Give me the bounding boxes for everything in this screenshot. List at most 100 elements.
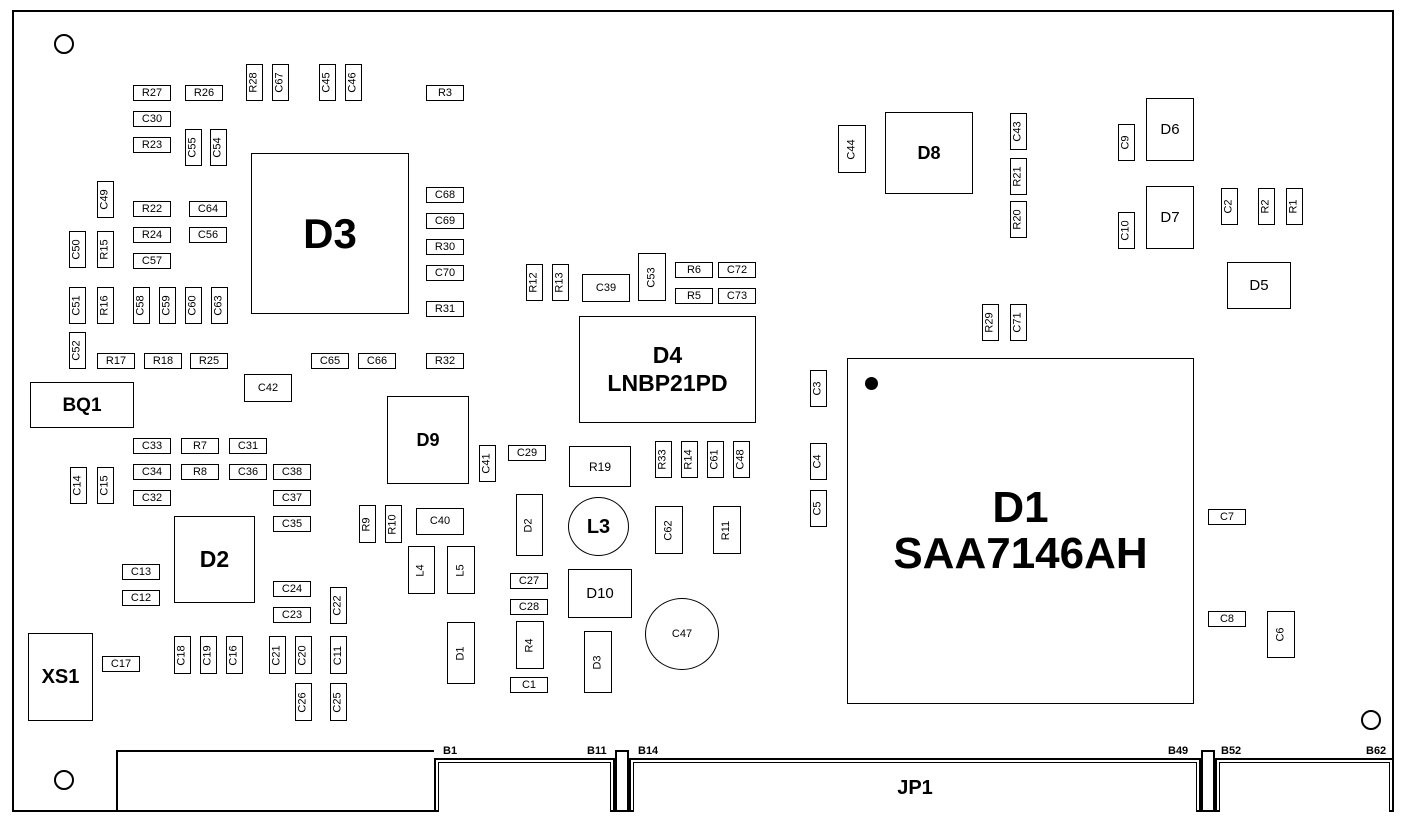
pin-label-b14: B14 bbox=[638, 745, 659, 757]
component-c64: C64 bbox=[189, 201, 227, 217]
component-c63: C63 bbox=[211, 287, 228, 324]
chip-d6: D6 bbox=[1146, 98, 1194, 161]
component-r3: R3 bbox=[426, 85, 464, 101]
component-c41: C41 bbox=[479, 445, 496, 482]
component-c58: C58 bbox=[133, 287, 150, 324]
component-r1: R1 bbox=[1286, 188, 1303, 225]
component-c54: C54 bbox=[210, 129, 227, 166]
connector-key-1 bbox=[615, 750, 629, 812]
component-c23: C23 bbox=[273, 607, 311, 623]
component-c18: C18 bbox=[174, 636, 191, 674]
component-c19: C19 bbox=[200, 636, 217, 674]
component-c11: C11 bbox=[330, 636, 347, 674]
chip-d4: D4 LNBP21PD bbox=[579, 316, 756, 423]
component-c61: C61 bbox=[707, 441, 724, 478]
chip-d2: D2 bbox=[174, 516, 255, 603]
component-r24: R24 bbox=[133, 227, 171, 243]
component-c17: C17 bbox=[102, 656, 140, 672]
inductor-l4: L4 bbox=[408, 546, 435, 594]
component-r29: R29 bbox=[982, 304, 999, 341]
component-c13: C13 bbox=[122, 564, 160, 580]
chip-d5: D5 bbox=[1227, 262, 1291, 309]
component-c67: C67 bbox=[272, 64, 289, 101]
component-r16: R16 bbox=[97, 287, 114, 324]
component-c24: C24 bbox=[273, 581, 311, 597]
component-r2: R2 bbox=[1258, 188, 1275, 225]
component-c39: C39 bbox=[582, 274, 630, 302]
component-c71: C71 bbox=[1010, 304, 1027, 341]
component-r17: R17 bbox=[97, 353, 135, 369]
component-c31: C31 bbox=[229, 438, 267, 454]
board-edge-notch bbox=[116, 750, 434, 812]
component-c40: C40 bbox=[416, 508, 464, 535]
component-r28: R28 bbox=[246, 64, 263, 101]
component-r25: R25 bbox=[190, 353, 228, 369]
component-bq1: BQ1 bbox=[30, 382, 134, 428]
component-r11: R11 bbox=[713, 506, 741, 554]
component-c32: C32 bbox=[133, 490, 171, 506]
component-c50: C50 bbox=[69, 231, 86, 268]
component-r27: R27 bbox=[133, 85, 171, 101]
component-c49: C49 bbox=[97, 181, 114, 218]
inductor-l5: L5 bbox=[447, 546, 475, 594]
component-c62: C62 bbox=[655, 506, 683, 554]
component-r14: R14 bbox=[681, 441, 698, 478]
component-c53: C53 bbox=[638, 253, 666, 301]
component-r26: R26 bbox=[185, 85, 223, 101]
capacitor-c47: C47 bbox=[645, 598, 719, 670]
chip-d3: D3 bbox=[251, 153, 409, 314]
pin-label-b49: B49 bbox=[1168, 745, 1189, 757]
component-r20: R20 bbox=[1010, 201, 1027, 238]
edge-connector-section-1 bbox=[434, 758, 615, 812]
component-c25: C25 bbox=[330, 683, 347, 721]
component-c8: C8 bbox=[1208, 611, 1246, 627]
component-c27: C27 bbox=[510, 573, 548, 589]
component-r9: R9 bbox=[359, 505, 376, 543]
chip-d1: D1 SAA7146AH bbox=[847, 358, 1194, 704]
component-c48: C48 bbox=[733, 441, 750, 478]
component-c29: C29 bbox=[508, 445, 546, 461]
component-c22: C22 bbox=[330, 587, 347, 624]
component-r13: R13 bbox=[552, 264, 569, 301]
component-c9: C9 bbox=[1118, 124, 1135, 161]
component-r23: R23 bbox=[133, 137, 171, 153]
component-r5: R5 bbox=[675, 288, 713, 304]
component-r7: R7 bbox=[181, 438, 219, 454]
component-c7: C7 bbox=[1208, 509, 1246, 525]
edge-connector-section-2 bbox=[629, 758, 1201, 812]
component-r6: R6 bbox=[675, 262, 713, 278]
component-d3-small: D3 bbox=[584, 631, 612, 693]
connector-jp1: JP1 bbox=[633, 762, 1197, 812]
component-c56: C56 bbox=[189, 227, 227, 243]
component-c10: C10 bbox=[1118, 212, 1135, 249]
component-c73: C73 bbox=[718, 288, 756, 304]
component-c34: C34 bbox=[133, 464, 171, 480]
component-r30: R30 bbox=[426, 239, 464, 255]
component-c65: C65 bbox=[311, 353, 349, 369]
component-c16: C16 bbox=[226, 636, 243, 674]
chip-d4-part: LNBP21PD bbox=[607, 369, 728, 396]
component-c59: C59 bbox=[159, 287, 176, 324]
component-r8: R8 bbox=[181, 464, 219, 480]
pin-label-b52: B52 bbox=[1221, 745, 1242, 757]
component-c12: C12 bbox=[122, 590, 160, 606]
component-d1-small: D1 bbox=[447, 622, 475, 684]
inductor-l3: L3 bbox=[568, 497, 629, 556]
component-c5: C5 bbox=[810, 490, 827, 527]
component-c26: C26 bbox=[295, 683, 312, 721]
component-c69: C69 bbox=[426, 213, 464, 229]
component-c68: C68 bbox=[426, 187, 464, 203]
connector-xs1: XS1 bbox=[28, 633, 93, 721]
component-c44: C44 bbox=[838, 125, 866, 173]
component-c70: C70 bbox=[426, 265, 464, 281]
component-r31: R31 bbox=[426, 301, 464, 317]
component-c55: C55 bbox=[185, 129, 202, 166]
component-r19: R19 bbox=[569, 446, 631, 487]
component-c51: C51 bbox=[69, 287, 86, 324]
component-c38: C38 bbox=[273, 464, 311, 480]
component-c45: C45 bbox=[319, 64, 336, 101]
component-c21: C21 bbox=[269, 636, 286, 674]
component-c60: C60 bbox=[185, 287, 202, 324]
pin-label-b11: B11 bbox=[587, 745, 607, 757]
mounting-hole bbox=[54, 770, 74, 790]
